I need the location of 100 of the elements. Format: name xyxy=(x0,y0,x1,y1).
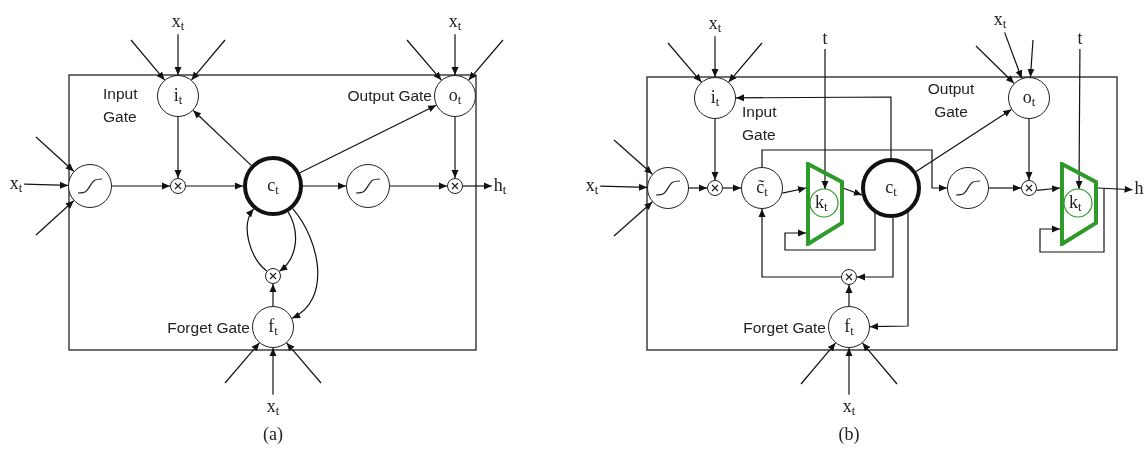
node-label: c̃$_{t}$ xyxy=(756,177,768,199)
gate-circle xyxy=(157,75,199,117)
arrow xyxy=(185,182,244,190)
panel-caption: (a) xyxy=(263,424,283,445)
gate-circle xyxy=(252,306,294,348)
arrow xyxy=(599,183,648,191)
input-label: x$_{t}$ xyxy=(841,395,857,419)
input-label: x$_{t}$ xyxy=(170,10,186,34)
node-label: i$_{t}$ xyxy=(710,87,720,109)
node-label: k$_{t}$ xyxy=(815,193,828,214)
arrow xyxy=(451,116,459,179)
input-label: h xyxy=(1133,178,1144,198)
input-label: h$_{t}$ xyxy=(492,174,508,198)
node-label: o$_{t}$ xyxy=(448,85,462,107)
arrow xyxy=(299,104,437,174)
gate-label: Input Gate xyxy=(742,102,778,146)
arrow xyxy=(224,342,260,384)
arrow xyxy=(1039,187,1105,253)
cell-state-circle xyxy=(243,156,303,216)
input-label: t xyxy=(821,28,829,48)
arrow xyxy=(468,39,504,81)
activation-circle xyxy=(647,167,689,209)
multiply-circle xyxy=(265,268,281,284)
multiply-circle xyxy=(170,178,186,194)
arrow xyxy=(35,136,75,172)
input-label: x$_{t}$ xyxy=(447,10,463,34)
arrow xyxy=(190,39,226,81)
input-label: x$_{t}$ xyxy=(707,12,723,36)
arrow xyxy=(130,39,166,81)
node-label: i$_{t}$ xyxy=(173,85,183,107)
arrow xyxy=(869,211,909,330)
arrow xyxy=(302,182,347,190)
arrow xyxy=(915,108,1012,173)
arrow xyxy=(761,149,948,192)
arrow xyxy=(1027,39,1035,78)
arrow xyxy=(406,39,442,81)
arrow xyxy=(291,208,319,319)
arrow xyxy=(1036,185,1061,193)
gate-label: Output Gate xyxy=(346,86,432,106)
arrow xyxy=(1097,185,1134,193)
arrow xyxy=(800,342,837,385)
arrow xyxy=(192,109,252,166)
arrow xyxy=(451,33,459,76)
arrow xyxy=(1025,118,1033,181)
gate-label: Output Gate xyxy=(926,79,976,123)
arrow xyxy=(975,45,1015,84)
node-label: c$_{t}$ xyxy=(885,177,897,199)
arrow xyxy=(613,201,653,237)
arrow xyxy=(462,182,493,190)
node-label: f$_{t}$ xyxy=(268,316,278,338)
multiply-circle xyxy=(841,269,857,285)
arrow xyxy=(711,35,719,78)
arrow xyxy=(174,116,182,179)
input-label: x$_{t}$ xyxy=(265,395,281,419)
arrow xyxy=(1075,48,1083,190)
node-label: f$_{t}$ xyxy=(844,316,854,338)
arrow xyxy=(856,217,894,281)
arrow xyxy=(246,208,268,272)
activation-circle xyxy=(346,164,390,208)
node-label: o$_{t}$ xyxy=(1022,87,1036,109)
input-label: x$_{t}$ xyxy=(8,172,24,196)
multiply-circle xyxy=(1021,180,1037,196)
arrow xyxy=(174,33,182,76)
arrow xyxy=(861,342,898,385)
cell-state-circle xyxy=(861,158,921,218)
gate-circle xyxy=(1008,77,1050,119)
arrow xyxy=(845,284,853,307)
arrow xyxy=(845,347,853,396)
arrow xyxy=(111,182,171,190)
panel-caption: (b) xyxy=(838,424,860,445)
arrow xyxy=(278,211,297,272)
gate-circle xyxy=(828,306,870,348)
arrow xyxy=(735,94,892,159)
arrow xyxy=(758,208,842,278)
gate-label: Input Gate xyxy=(103,84,139,128)
gate-label: Forget Gate xyxy=(742,318,826,338)
arrow xyxy=(728,42,763,83)
gate-label: Forget Gate xyxy=(166,318,250,338)
activation-circle xyxy=(68,164,112,208)
input-label: x$_{t}$ xyxy=(584,174,600,198)
arrow xyxy=(1004,31,1023,79)
arrow xyxy=(688,184,708,192)
input-label: t xyxy=(1076,28,1084,48)
input-label: x$_{t}$ xyxy=(992,8,1008,32)
arrow xyxy=(269,283,277,307)
arrow xyxy=(269,347,277,396)
activation-circle xyxy=(947,167,989,209)
arrow xyxy=(781,186,807,194)
arrow xyxy=(23,181,69,189)
multiply-circle xyxy=(447,178,463,194)
arrow xyxy=(35,200,75,236)
gate-circle xyxy=(694,77,736,119)
arrow xyxy=(613,139,653,175)
arrow xyxy=(722,184,742,192)
arrow xyxy=(286,342,322,384)
node-label: k$_{t}$ xyxy=(1069,193,1082,214)
arrow xyxy=(821,48,829,190)
arrow xyxy=(667,42,702,83)
arrow xyxy=(389,182,448,190)
gate-circle xyxy=(434,75,476,117)
